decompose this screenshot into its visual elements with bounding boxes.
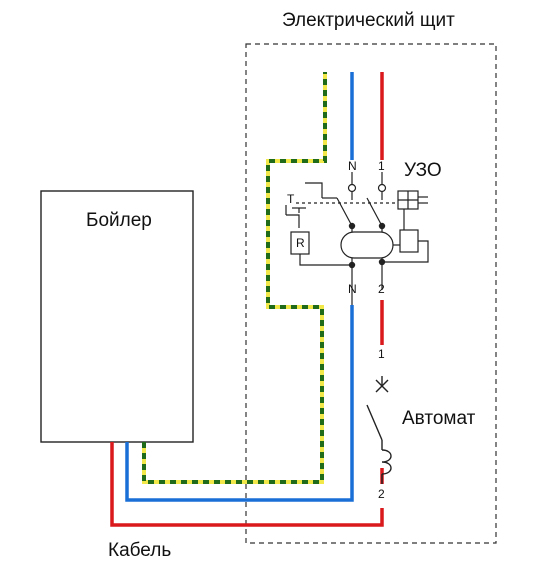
rcd-terminal-n-top (347, 183, 357, 193)
neutral-wire (125, 72, 354, 502)
rcd-terminal-1-top (377, 183, 387, 193)
breaker-label: Автомат (402, 408, 476, 429)
rcd-test-button-label: T (287, 192, 295, 206)
rcd-terminal-1-top-label: 1 (378, 159, 385, 173)
breaker-terminal-2-label: 2 (378, 487, 385, 501)
panel-label: Электрический щит (282, 10, 455, 31)
rcd-terminal-2-bottom-label: 2 (378, 282, 385, 296)
boiler-box (40, 190, 194, 443)
breaker-terminal-1-label: 1 (378, 347, 385, 361)
cable-label: Кабель (108, 540, 171, 561)
rcd-terminal-n-bottom-label: N (348, 282, 357, 296)
panel-enclosure (245, 43, 497, 544)
rcd-resistor-label: R (296, 236, 305, 250)
boiler-label: Бойлер (86, 210, 152, 231)
rcd-terminal-n-top-label: N (348, 159, 357, 173)
rcd-label: УЗО (404, 160, 442, 181)
breaker-symbol (366, 376, 392, 484)
rcd-symbol (285, 172, 429, 305)
earth-wire (142, 72, 327, 484)
